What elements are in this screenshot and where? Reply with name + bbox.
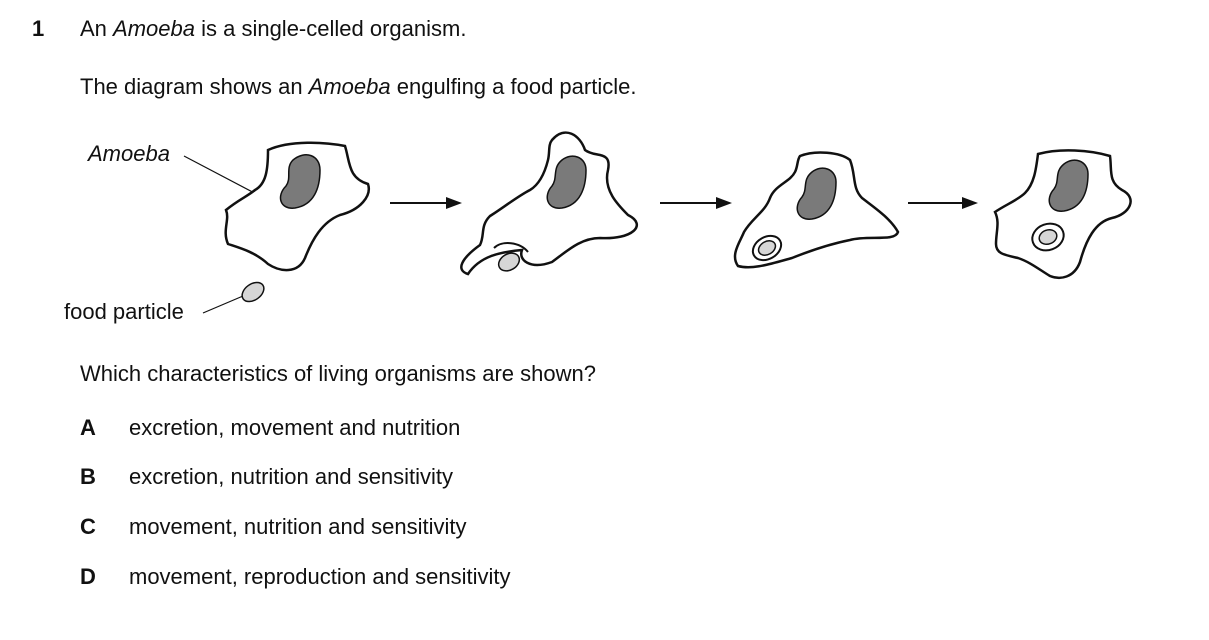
nucleus-stage-2	[546, 155, 587, 209]
food-particle-label: food particle	[64, 299, 184, 324]
option-text: excretion, movement and nutrition	[129, 415, 461, 440]
option-text: movement, reproduction and sensitivity	[129, 564, 511, 589]
food-leader-line	[202, 295, 244, 314]
amoeba-engulfing-diagram: Amoeba food particle	[64, 131, 1132, 324]
arrow-1-head	[446, 197, 462, 209]
food-particle-stage-3	[757, 240, 777, 256]
nucleus-stage-3	[796, 167, 837, 220]
arrow-3-head	[962, 197, 978, 209]
food-particle-stage-4	[1038, 228, 1058, 246]
intro-prefix: An	[80, 16, 114, 41]
engulfing-pseudopod-stage-2	[493, 242, 529, 253]
intro-suffix: is a single-celled organism.	[194, 16, 467, 41]
description-prefix: The diagram shows an	[80, 74, 309, 99]
nucleus-stage-4	[1048, 159, 1089, 212]
food-particle-stage-2	[497, 252, 521, 272]
amoeba-label: Amoeba	[86, 141, 170, 166]
option-letter: B	[80, 464, 96, 489]
amoeba-leader-line	[183, 155, 265, 199]
food-particle-stage-1	[241, 281, 265, 303]
option-text: movement, nutrition and sensitivity	[129, 514, 467, 539]
question-number: 1	[32, 16, 45, 41]
nucleus-stage-1	[279, 154, 321, 209]
intro-organism: Amoeba	[113, 16, 195, 41]
description-suffix: engulfing a food particle.	[390, 74, 637, 99]
diagram-description: The diagram shows an Amoeba engulfing a …	[80, 74, 636, 100]
option-letter: D	[80, 564, 96, 589]
option-text: excretion, nutrition and sensitivity	[129, 464, 454, 489]
question-intro: An Amoeba is a single-celled organism.	[80, 16, 466, 42]
arrow-2-head	[716, 197, 732, 209]
option-letter: A	[80, 415, 96, 440]
question-prompt: Which characteristics of living organism…	[80, 361, 596, 386]
amoeba-body-stage-4	[993, 149, 1132, 279]
description-organism: Amoeba	[308, 74, 391, 99]
option-letter: C	[80, 514, 96, 539]
